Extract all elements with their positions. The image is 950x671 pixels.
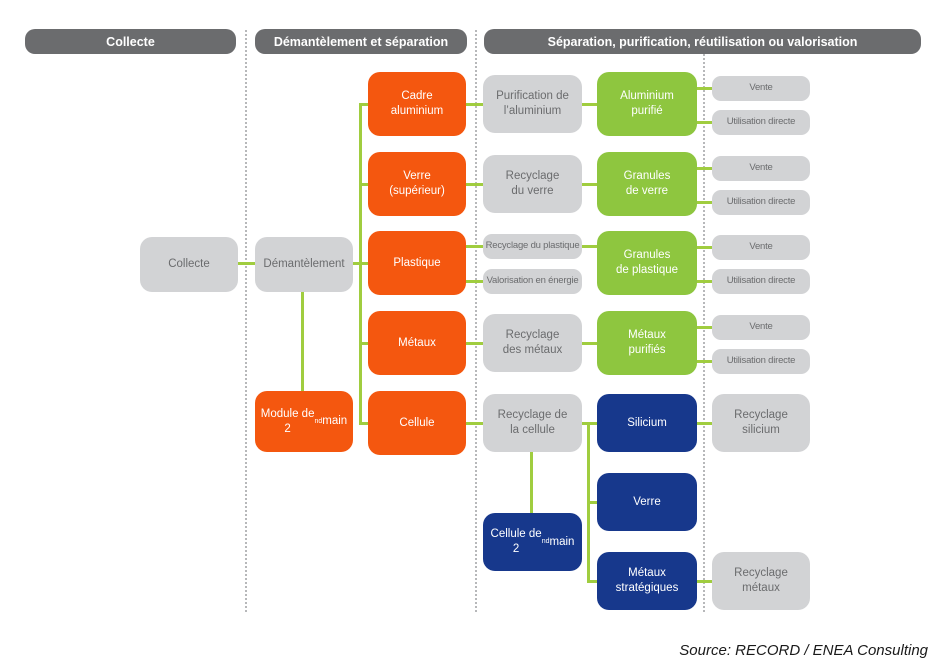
connector-demantelement-module [301,292,304,391]
node-metaux-strategiques: Métaux stratégiques [597,552,697,610]
connector-metauxstrat-recyclage [697,580,712,583]
node-utilisation-metaux: Utilisation directe [712,349,810,374]
node-vente-verre: Vente [712,156,810,181]
connector-metaux-recyclage [466,342,483,345]
connector-recyclage-granules-plastique [582,245,597,248]
node-recyclage-metaux-final: Recyclage métaux [712,552,810,610]
connector-trunk-vertical [359,103,362,425]
connector-granulesverre-vente [697,167,712,170]
connector-trunk-cellule [359,422,368,425]
node-purification-aluminium: Purification de l’aluminium [483,75,582,133]
connector-branch-verre [590,501,597,504]
connector-verre-recyclage [466,183,483,186]
connector-cadre-purification [466,103,483,106]
connector-purification-aluminium [582,103,597,106]
node-vente-metaux: Vente [712,315,810,340]
node-cellule: Cellule [368,391,466,455]
node-vente-aluminium: Vente [712,76,810,101]
node-aluminium-purifie: Aluminium purifié [597,72,697,136]
connector-cellule-recyclage [466,422,483,425]
connector-trunk-cadre [359,103,368,106]
node-cadre-aluminium: Cadre aluminium [368,72,466,136]
connector-metauxpurifies-vente [697,326,712,329]
node-recyclage-verre: Recyclage du verre [483,155,582,213]
header-separation-purification: Séparation, purification, réutilisation … [484,29,921,54]
connector-collecte-demantelement [237,262,255,265]
connector-granulesverre-utilisation [697,201,712,204]
source-note: Source: RECORD / ENEA Consulting [679,642,928,659]
node-utilisation-plastique: Utilisation directe [712,269,810,294]
connector-branch-metauxstrat [590,580,597,583]
node-utilisation-aluminium: Utilisation directe [712,110,810,135]
node-verre: Verre [597,473,697,531]
node-recyclage-plastique: Recyclage du plastique [483,234,582,259]
connector-aluminium-vente [697,87,712,90]
node-plastique: Plastique [368,231,466,295]
connector-trunk-metaux [359,342,368,345]
header-demantelement-separation: Démantèlement et séparation [255,29,467,54]
column-separator-3 [703,30,705,612]
connector-metauxpurifies-utilisation [697,360,712,363]
node-recyclage-metaux: Recyclage des métaux [483,314,582,372]
node-verre-superieur: Verre (supérieur) [368,152,466,216]
node-collecte: Collecte [140,237,238,292]
node-metaux: Métaux [368,311,466,375]
connector-trunk-verre [359,183,368,186]
column-separator-2 [475,30,477,612]
connector-granulesplastique-vente [697,246,712,249]
connector-plastique-valorisation [466,280,483,283]
connector-recyclage-metaux-purifies [582,342,597,345]
connector-silicium-recyclage [697,422,712,425]
node-recyclage-cellule: Recyclage de la cellule [483,394,582,452]
column-separator-1 [245,30,247,612]
node-valorisation-energie: Valorisation en énergie [483,269,582,294]
connector-recyclage-granules-verre [582,183,597,186]
node-recyclage-silicium: Recyclage silicium [712,394,810,452]
node-granules-plastique: Granules de plastique [597,231,697,295]
connector-branch-vertical [587,422,590,583]
node-metaux-purifies: Métaux purifiés [597,311,697,375]
connector-granulesplastique-utilisation [697,280,712,283]
node-silicium: Silicium [597,394,697,452]
header-collecte: Collecte [25,29,236,54]
node-vente-plastique: Vente [712,235,810,260]
connector-recyclagecellule-cellule2nd [530,452,533,513]
connector-aluminium-utilisation [697,121,712,124]
connector-plastique-recyclage [466,245,483,248]
node-utilisation-verre: Utilisation directe [712,190,810,215]
node-granules-verre: Granules de verre [597,152,697,216]
node-demantelement: Démantèlement [255,237,353,292]
